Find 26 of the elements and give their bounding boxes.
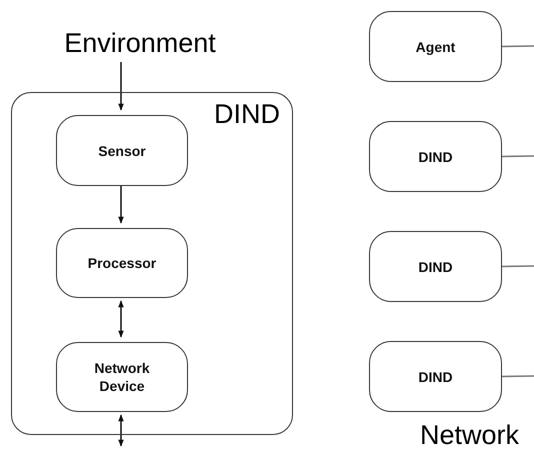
box-label: DIND (418, 368, 453, 386)
container-title: DIND (214, 101, 280, 128)
connector-line (502, 45, 534, 48)
box-label: DIND (418, 148, 453, 166)
arrow (118, 185, 124, 224)
box-label: DIND (418, 258, 453, 276)
rounded-box (56, 228, 188, 298)
node-label: Environment (40, 24, 240, 62)
arrow (118, 62, 124, 111)
rounded-box (369, 231, 502, 302)
connector-line (502, 265, 534, 268)
connector-line (502, 375, 534, 378)
box-label: Sensor (98, 142, 146, 160)
rounded-box (369, 341, 502, 412)
box-label: Processor (88, 254, 156, 272)
container-box (11, 92, 293, 435)
box-label: Agent (416, 38, 456, 56)
rounded-box (56, 342, 188, 412)
arrow (118, 414, 124, 447)
rounded-box (369, 11, 502, 82)
rounded-box (56, 115, 188, 186)
arrow (118, 300, 124, 338)
box-label: Network Device (93, 359, 151, 395)
network-label: Network (420, 422, 520, 449)
connector-line (502, 155, 534, 158)
rounded-box (369, 121, 502, 192)
